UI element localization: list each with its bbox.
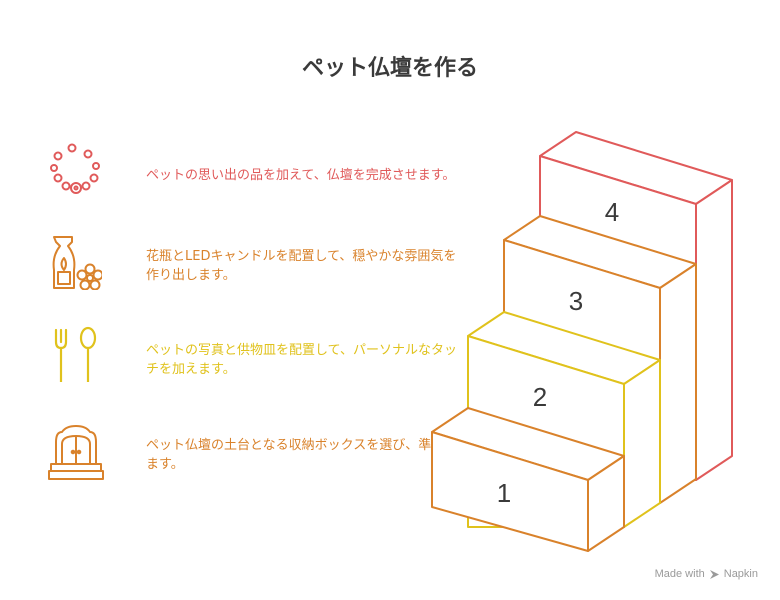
step-4-text: ペットの思い出の品を加えて、仏壇を完成させます。 [146, 168, 456, 183]
step-3-text: 花瓶とLEDキャンドルを配置して、穏やかな雰囲気を作り出します。 [146, 249, 457, 283]
watermark: Made with Napkin [655, 568, 758, 580]
fork-spoon-icon [54, 326, 97, 382]
stair-number-3: 3 [569, 286, 583, 316]
step-2-text: ペットの写真と供物皿を配置して、パーソナルなタッチを加えます。 [146, 343, 457, 377]
vase-candle-flower-icon [52, 236, 102, 290]
necklace-icon [50, 143, 100, 194]
stair-block-1 [431, 407, 625, 552]
stair-number-4: 4 [605, 197, 619, 227]
watermark-brand: Napkin [723, 568, 758, 580]
page-title: ペット仏壇を作る [301, 56, 478, 81]
cabinet-icon [48, 425, 104, 480]
stair-number-2: 2 [533, 382, 547, 412]
napkin-logo-icon [709, 569, 719, 579]
stair-number-1: 1 [497, 478, 511, 508]
step-1-text: ペット仏壇の土台となる収納ボックスを選び、準備します。 [146, 438, 458, 472]
watermark-made-with: Made with [654, 568, 705, 580]
